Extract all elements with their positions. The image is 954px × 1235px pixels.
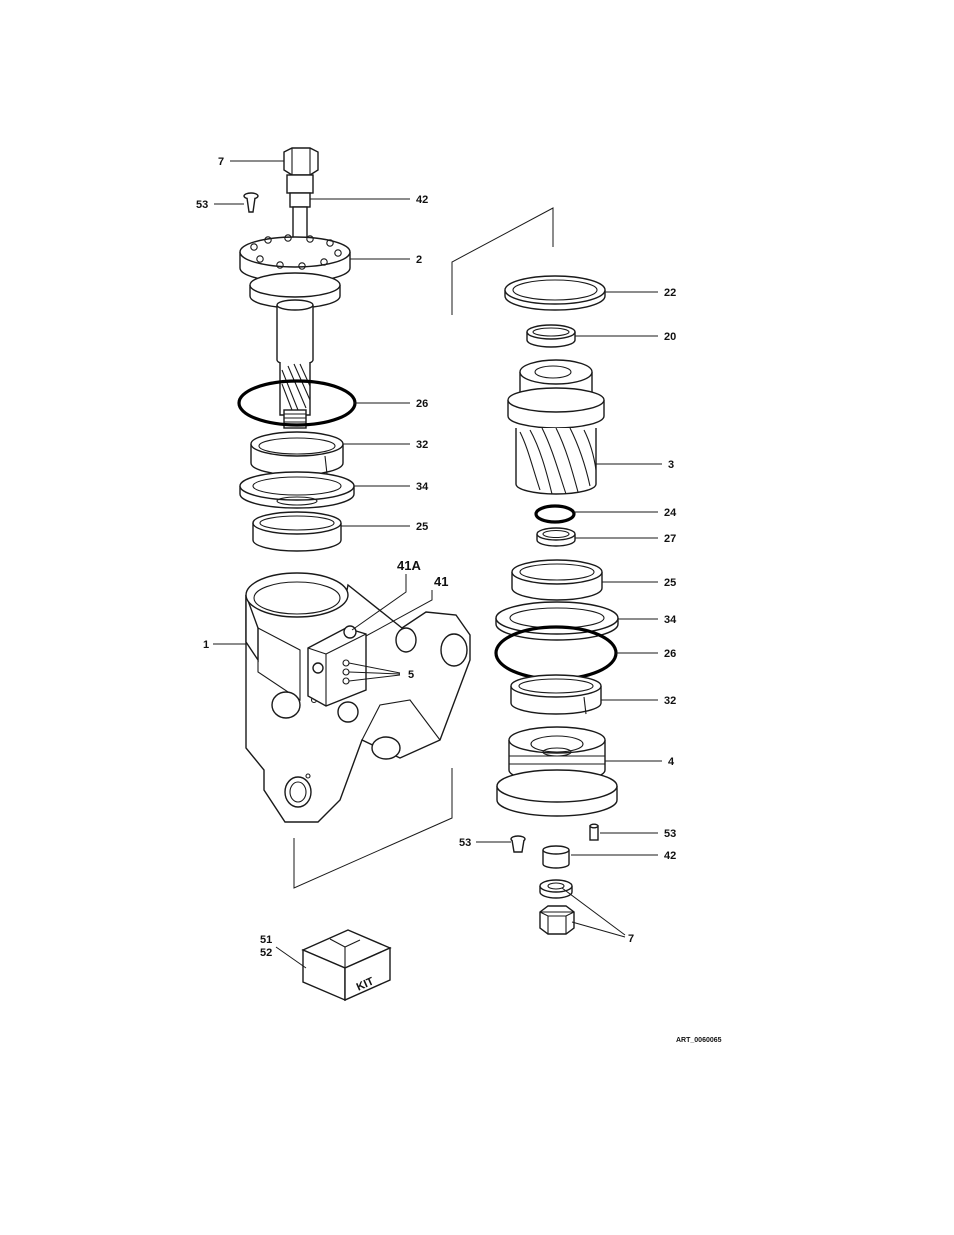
kit-box: KIT bbox=[303, 930, 390, 1000]
callout-3: 3 bbox=[668, 459, 674, 471]
callout-20: 20 bbox=[664, 331, 676, 343]
callout-26-right: 26 bbox=[664, 648, 676, 660]
cap-plate-2 bbox=[240, 235, 350, 365]
callout-52: 52 bbox=[260, 947, 272, 959]
gear-shaft bbox=[280, 362, 310, 428]
housing-1 bbox=[246, 573, 470, 822]
washer-34-left bbox=[240, 472, 354, 508]
callout-34-right: 34 bbox=[664, 614, 677, 626]
o-ring-24 bbox=[536, 506, 574, 522]
callout-24: 24 bbox=[664, 507, 677, 519]
screw-53-right-b bbox=[590, 824, 598, 840]
bearing-25-left bbox=[253, 512, 341, 551]
screw-53-left bbox=[244, 193, 258, 212]
callout-42-left: 42 bbox=[416, 194, 428, 206]
callout-22: 22 bbox=[664, 287, 676, 299]
callout-25-right: 25 bbox=[664, 577, 676, 589]
callout-7-right: 7 bbox=[628, 933, 634, 945]
washer-nut-7 bbox=[540, 880, 574, 934]
art-id-label: ART_0060065 bbox=[676, 1037, 722, 1044]
callout-41: 41 bbox=[434, 574, 448, 589]
callout-5: 5 bbox=[408, 669, 414, 681]
callout-53-left: 53 bbox=[196, 199, 208, 211]
callout-4: 4 bbox=[668, 756, 675, 768]
bushing-32-left bbox=[251, 432, 343, 475]
callout-51: 51 bbox=[260, 934, 272, 946]
ring-20 bbox=[527, 325, 575, 347]
bolt-7 bbox=[284, 148, 318, 193]
seal-22 bbox=[505, 276, 605, 310]
screw-53-right-a bbox=[511, 836, 525, 852]
callout-25-left: 25 bbox=[416, 521, 428, 533]
callout-53-right: 53 bbox=[664, 828, 676, 840]
sleeve-42-right bbox=[543, 846, 569, 868]
bushing-32-right bbox=[511, 675, 601, 714]
gear-3 bbox=[508, 360, 604, 494]
callout-26-left: 26 bbox=[416, 398, 428, 410]
callout-41A: 41A bbox=[397, 558, 421, 573]
callout-7-left: 7 bbox=[218, 156, 224, 168]
callout-34-left: 34 bbox=[416, 481, 429, 493]
callout-27: 27 bbox=[664, 533, 676, 545]
callout-32-left: 32 bbox=[416, 439, 428, 451]
ring-27 bbox=[537, 528, 575, 546]
callout-2: 2 bbox=[416, 254, 422, 266]
callout-1: 1 bbox=[203, 639, 209, 651]
callout-42-right: 42 bbox=[664, 850, 676, 862]
lower-cap-4 bbox=[497, 727, 617, 816]
callout-53-lower-left: 53 bbox=[459, 837, 471, 849]
callout-32-right: 32 bbox=[664, 695, 676, 707]
bearing-25-right bbox=[512, 560, 602, 600]
